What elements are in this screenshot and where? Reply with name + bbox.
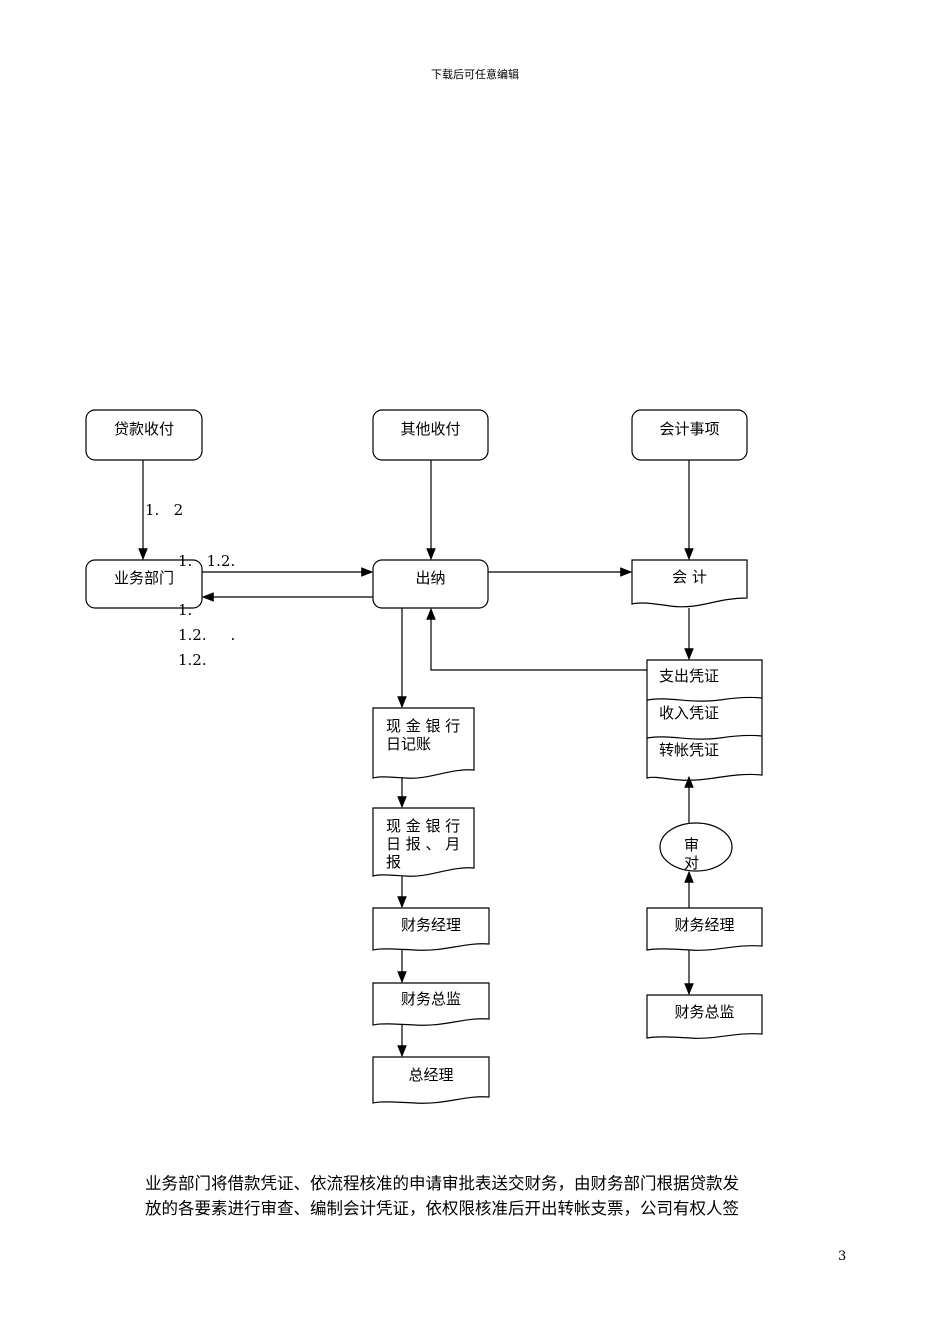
voucher-receipt: 收入凭证	[659, 704, 720, 722]
finance-manager-left: 财务经理	[400, 916, 461, 934]
other-label: 其他收付	[400, 420, 461, 438]
audit-label: 审 对	[684, 836, 700, 872]
loan-label: 贷款收付	[113, 420, 174, 438]
step-number: 1. 1.2.	[178, 552, 236, 570]
report-doc	[372, 807, 475, 877]
cashier-label: 出纳	[415, 569, 446, 587]
step-number: 1.2. .	[178, 626, 236, 644]
accounting-label: 会 计	[672, 568, 707, 586]
step-number: 1. 2	[145, 501, 184, 519]
page-number: 3	[838, 1249, 847, 1264]
general-manager: 总经理	[408, 1066, 454, 1084]
step-number: 1.	[178, 601, 193, 619]
finance-director-left: 财务总监	[400, 990, 461, 1008]
voucher-transfer: 转帐凭证	[659, 741, 720, 759]
journal-label: 现 金 银 行 日记账	[386, 717, 461, 753]
step-number: 1.2.	[178, 651, 207, 669]
report-label: 现 金 银 行 日 报 、 月 报	[386, 817, 461, 871]
acct-items-label: 会计事项	[659, 420, 720, 438]
page-header: 下载后可任意编辑	[431, 68, 519, 81]
finance-manager-right: 财务经理	[674, 916, 735, 934]
finance-director-right: 财务总监	[674, 1003, 735, 1021]
biz-label: 业务部门	[113, 569, 174, 587]
body-text-line: 业务部门将借款凭证、依流程核准的申请审批表送交财务，由财务部门根据贷款发	[145, 1174, 739, 1193]
body-text-line: 放的各要素进行审查、编制会计凭证，依权限核准后开出转帐支票，公司有权人签	[145, 1199, 739, 1218]
accounting-doc	[631, 559, 748, 608]
journal-doc	[372, 707, 475, 779]
voucher-payment: 支出凭证	[659, 667, 720, 685]
loan-box	[85, 409, 203, 461]
